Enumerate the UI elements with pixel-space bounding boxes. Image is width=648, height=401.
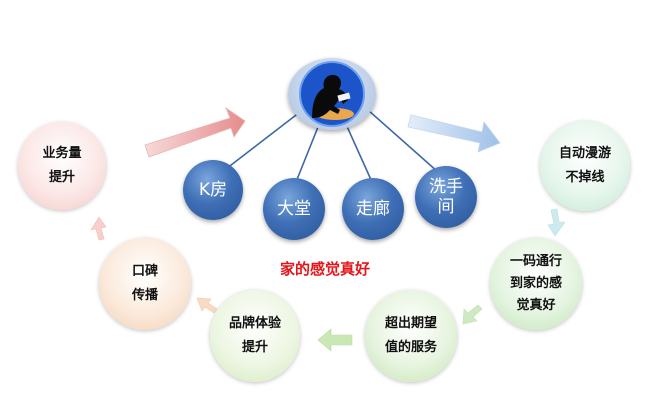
- space-lobby-label: 大堂: [277, 199, 311, 219]
- cycle-item-business-growth-line-2: 提升: [48, 170, 75, 185]
- cycle-item-auto-roaming-line-1: 自动漫游: [558, 146, 611, 161]
- cycle-item-beyond-expectation-line-1: 超出期望: [384, 316, 437, 331]
- cycle-item-one-code-access-line-3: 觉真好: [516, 298, 556, 313]
- cycle-item-auto-roaming: 自动漫游 不掉线: [540, 121, 630, 211]
- cycle-item-beyond-expectation: 超出期望 值的服务: [365, 290, 457, 382]
- hub-icon-circle: [288, 58, 376, 130]
- cycle-arrow-teal: [547, 208, 566, 237]
- space-washroom: 洗手 间: [415, 166, 477, 228]
- cycle-item-word-of-mouth: 口碑 传播: [99, 238, 191, 330]
- cycle-item-brand-experience-line-1: 品牌体验: [228, 316, 281, 331]
- cycle-item-word-of-mouth-line-2: 传播: [131, 288, 158, 303]
- cycle-arrow-peach: [196, 297, 218, 314]
- space-washroom-line-1: 洗手: [429, 177, 463, 197]
- space-lobby: 大堂: [263, 178, 325, 240]
- cycle-item-one-code-access-line-1: 一码通行: [509, 254, 562, 269]
- cycle-arrow-green-mid: [317, 328, 353, 352]
- cycle-arrow-green-right: [462, 304, 483, 325]
- space-washroom-line-2: 间: [437, 197, 455, 217]
- cycle-item-word-of-mouth-line-1: 口碑: [131, 264, 158, 279]
- cycle-item-one-code-access-line-2: 到家的感: [509, 276, 562, 291]
- cycle-item-brand-experience-line-2: 提升: [241, 340, 268, 355]
- cycle-arrow-pink: [90, 216, 107, 241]
- cycle-item-one-code-access: 一码通行 到家的感 觉真好: [490, 238, 582, 330]
- space-corridor-label: 走廊: [356, 199, 390, 219]
- link-line-corridor: [344, 121, 373, 183]
- cycle-item-business-growth-line-1: 业务量: [42, 146, 82, 161]
- center-caption: 家的感觉真好: [279, 260, 370, 278]
- link-line-k-room: [221, 111, 301, 173]
- space-corridor: 走廊: [342, 178, 404, 240]
- link-line-lobby: [295, 121, 321, 183]
- space-k-room-label: K房: [198, 180, 228, 200]
- cycle-item-business-growth: 业务量 提升: [18, 122, 106, 210]
- person-reading-icon: [299, 61, 365, 127]
- flow-arrow-blue: [407, 114, 501, 153]
- space-k-room: K房: [183, 160, 243, 220]
- link-line-washroom: [367, 109, 439, 173]
- cycle-item-auto-roaming-line-2: 不掉线: [565, 170, 605, 185]
- cycle-item-beyond-expectation-line-2: 值的服务: [384, 340, 437, 355]
- flow-arrow-red: [144, 106, 246, 158]
- cycle-item-brand-experience: 品牌体验 提升: [210, 290, 300, 382]
